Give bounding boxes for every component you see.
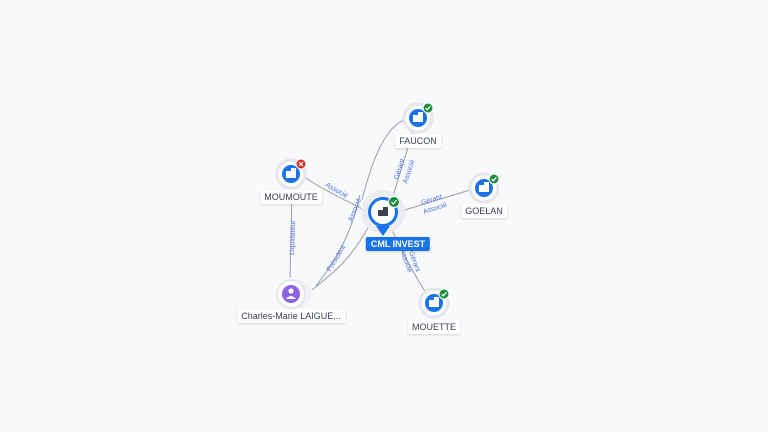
edge-label-person-moumoute: Liquidateur (289, 220, 297, 256)
node-label-center[interactable]: CML INVEST (365, 237, 431, 251)
building-icon (429, 297, 439, 307)
check-icon (488, 173, 500, 185)
building-icon (378, 207, 388, 216)
node-faucon[interactable] (402, 102, 434, 134)
edge-label-moumoute-2: Associé (347, 197, 363, 222)
node-person[interactable] (276, 279, 311, 309)
building-icon (286, 168, 296, 178)
node-center[interactable] (361, 190, 405, 236)
node-mouette[interactable] (418, 287, 450, 319)
building-icon (413, 112, 423, 122)
building-icon (479, 182, 489, 192)
node-goelan[interactable] (468, 172, 500, 204)
check-icon (388, 196, 400, 208)
node-label-mouette[interactable]: MOUETTE (408, 320, 460, 334)
edge-goelan (397, 189, 471, 213)
cross-icon (295, 158, 307, 170)
person-icon (286, 288, 296, 299)
check-icon (422, 102, 434, 114)
node-label-moumoute[interactable]: MOUMOUTE (260, 190, 322, 204)
node-label-goelan[interactable]: GOELAN (461, 204, 507, 218)
edge-person (311, 223, 371, 291)
node-label-person[interactable]: Charles-Marie LAIGUE... (237, 309, 345, 323)
edge-person-2 (315, 194, 361, 287)
node-moumoute[interactable] (275, 158, 307, 190)
node-label-faucon[interactable]: FAUCON (395, 134, 441, 148)
edge-person-moumoute (289, 189, 293, 279)
edge-faucon (361, 119, 405, 201)
check-icon (438, 288, 450, 300)
